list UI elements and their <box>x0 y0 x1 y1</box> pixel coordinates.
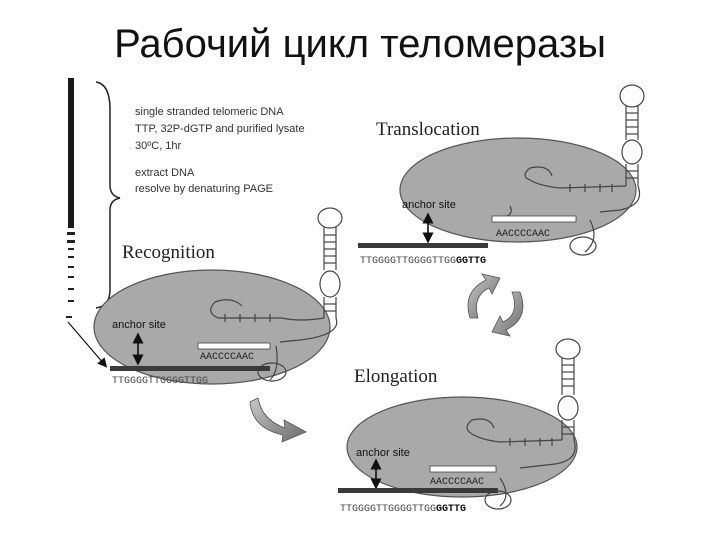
protocol-text: single stranded telomeric DNA TTP, 32P-d… <box>135 106 305 195</box>
recognition-dna-bar <box>110 366 270 371</box>
translocation-rna-hairpin <box>494 84 645 256</box>
protocol-line-4: extract DNA <box>135 167 195 179</box>
elongation-anchor-label: anchor site <box>356 447 410 459</box>
recognition-template: AACCCCAAC <box>200 352 254 363</box>
slide-title: Рабочий цикл теломеразы <box>114 22 606 66</box>
elongation-dna: TTGGGGTTGGGGTTGGGGTTG <box>340 504 466 515</box>
gel-lane <box>66 78 75 318</box>
elongation-panel: Elongation AACCCCAAC anchor site TTGGGGT… <box>338 338 581 515</box>
translocation-panel: Translocation AACCCCAAC anchor site TTGG… <box>358 84 645 267</box>
recognition-label: Recognition <box>122 242 215 263</box>
protocol-line-5: resolve by denaturing PAGE <box>135 183 273 195</box>
elongation-rna-hairpin <box>466 338 581 510</box>
translocation-enzyme <box>399 137 637 243</box>
translocation-dna: TTGGGGTTGGGGTTGGGGTTG <box>360 256 486 267</box>
gel-to-recognition-arrow <box>67 321 108 368</box>
cycle-arrows-icon <box>467 273 524 337</box>
recognition-anchor-label: anchor site <box>112 319 166 331</box>
protocol-line-2: TTP, 32P-dGTP and purified lysate <box>135 123 305 135</box>
recognition-enzyme <box>93 269 331 385</box>
elongation-template-box <box>429 465 497 473</box>
elongation-dna-bar <box>338 488 498 493</box>
elongation-enzyme <box>346 396 578 498</box>
recognition-template-box <box>197 342 271 350</box>
recognition-to-elongation-arrow <box>249 397 307 443</box>
protocol-line-1: single stranded telomeric DNA <box>135 106 284 118</box>
elongation-dna-added: GGTTG <box>436 504 466 515</box>
translocation-dna-added: GGTTG <box>456 256 486 267</box>
translocation-dna-bar <box>358 243 488 248</box>
translocation-dna-sequence: TTGGGGTTGGGGTTGG <box>360 256 456 267</box>
translocation-anchor-label: anchor site <box>402 199 456 211</box>
translocation-template: AACCCCAAC <box>496 229 550 240</box>
translocation-label: Translocation <box>376 119 480 140</box>
recognition-rna-hairpin <box>210 207 343 382</box>
recognition-dna-sequence: TTGGGGTTGGGGTTGG <box>112 376 208 387</box>
protocol-line-3: 30ºC, 1hr <box>135 140 182 152</box>
elongation-template: AACCCCAAC <box>430 477 484 488</box>
elongation-label: Elongation <box>354 366 438 387</box>
translocation-template-box <box>491 215 577 223</box>
bracket <box>95 81 121 309</box>
recognition-panel: Recognition AACCCCAAC anchor site TTGGGG… <box>93 207 343 387</box>
elongation-dna-sequence: TTGGGGTTGGGGTTGG <box>340 504 436 515</box>
